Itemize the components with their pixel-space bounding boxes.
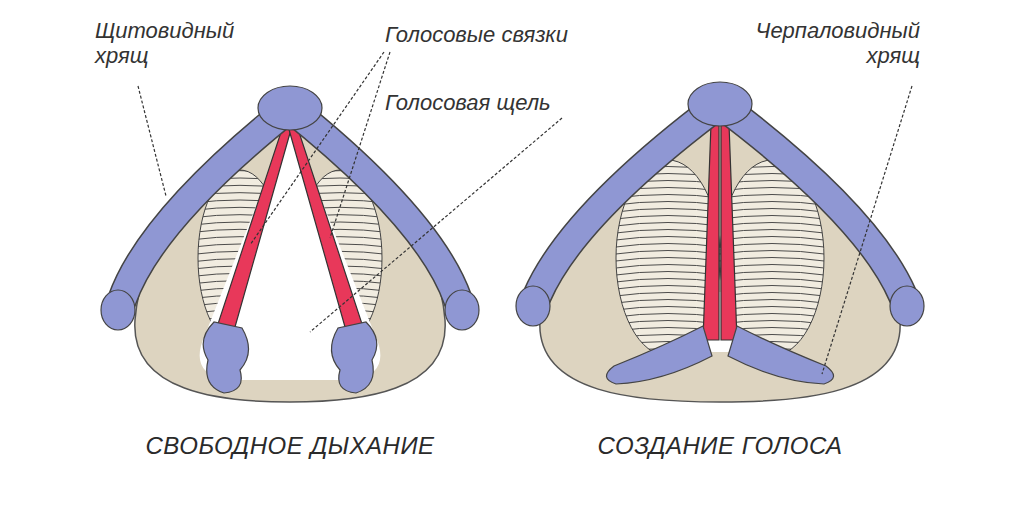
thyroid-end	[890, 286, 924, 326]
leader-lines	[138, 52, 912, 374]
thyroid-knob	[688, 82, 752, 126]
leader-line	[310, 118, 562, 332]
breathing-larynx	[101, 86, 479, 402]
thyroid-end	[101, 290, 135, 330]
arytenoid-cartilage	[606, 326, 712, 384]
thyroid-outline	[537, 104, 903, 296]
thyroid-knob	[258, 86, 322, 130]
leader-line	[138, 86, 166, 196]
state-caption: СВОБОДНОЕ ДЫХАНИЕ	[110, 432, 470, 460]
cricoid-ring	[540, 118, 900, 402]
state-caption: СОЗДАНИЕ ГОЛОСА	[540, 432, 900, 460]
part-label: Щитовидный хрящ	[95, 18, 245, 69]
leader-line	[250, 52, 384, 245]
vocal-cord	[703, 124, 719, 340]
cricoid-ring	[135, 120, 445, 402]
thyroid-cartilage	[537, 104, 903, 296]
phonation-larynx	[516, 82, 924, 402]
part-label: Черпаловидный хрящ	[740, 18, 920, 69]
leader-line	[330, 52, 390, 238]
thyroid-end	[445, 290, 479, 330]
leader-line	[822, 86, 912, 374]
thyroid-cartilage	[122, 108, 458, 300]
part-label: Голосовые связки	[385, 22, 615, 47]
thyroid-outline	[122, 108, 458, 300]
thyroid-end	[516, 286, 550, 326]
part-label: Голосовая щель	[385, 90, 615, 115]
arytenoid-cartilage	[203, 322, 248, 393]
arytenoid-cartilage	[728, 326, 834, 384]
vocal-cord	[721, 124, 737, 340]
arytenoid-cartilage	[331, 322, 376, 393]
